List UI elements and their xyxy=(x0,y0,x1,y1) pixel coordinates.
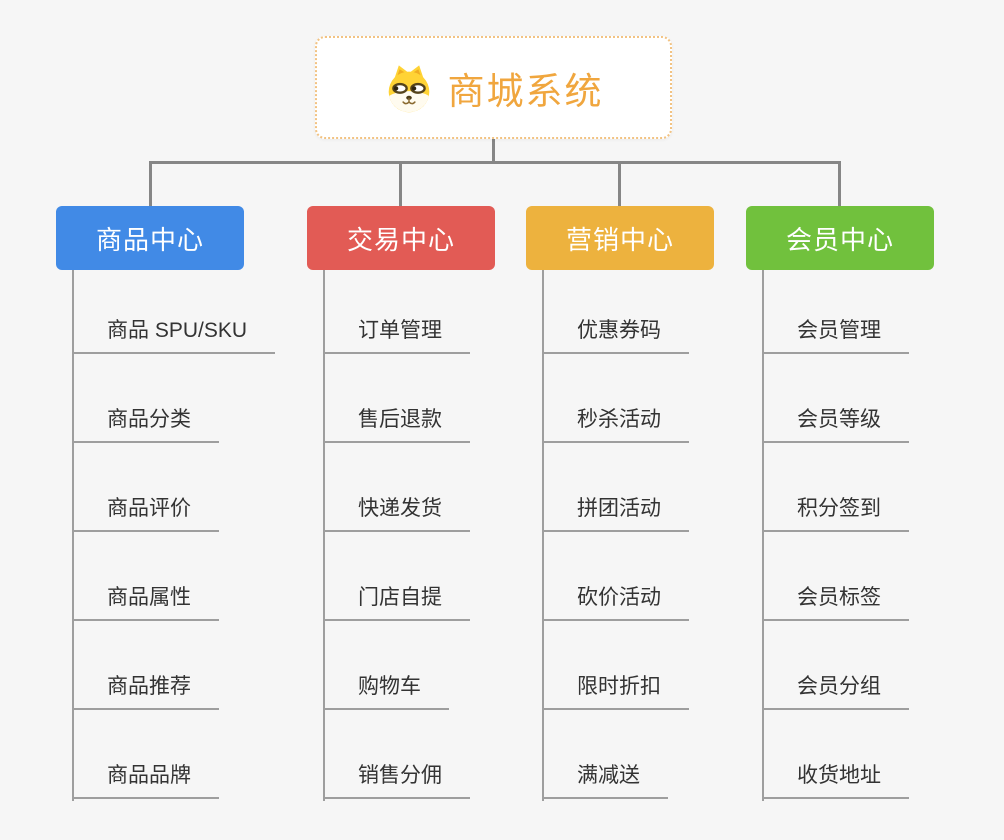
branch-node-product-center[interactable]: 商品中心 xyxy=(56,206,244,270)
leaf-node[interactable]: 秒杀活动 xyxy=(542,407,689,443)
leaf-node[interactable]: 购物车 xyxy=(323,674,449,710)
leaf-node[interactable]: 会员标签 xyxy=(762,585,909,621)
leaf-node[interactable]: 商品品牌 xyxy=(72,763,219,799)
leaf-node[interactable]: 限时折扣 xyxy=(542,674,689,710)
leaf-node[interactable]: 售后退款 xyxy=(323,407,470,443)
leaf-node[interactable]: 商品属性 xyxy=(72,585,219,621)
connector-drop-product-center xyxy=(149,163,152,206)
connector-drop-marketing-center xyxy=(618,163,621,206)
branch-trunk-line xyxy=(542,270,544,801)
leaf-node[interactable]: 快递发货 xyxy=(323,496,470,532)
root-node[interactable]: 商城系统 xyxy=(315,36,672,139)
branch-node-marketing-center[interactable]: 营销中心 xyxy=(526,206,714,270)
branch-label: 营销中心 xyxy=(565,224,674,255)
branch-label: 会员中心 xyxy=(785,224,894,255)
branch-node-trade-center[interactable]: 交易中心 xyxy=(307,206,495,270)
leaf-node[interactable]: 商品评价 xyxy=(72,496,219,532)
leaf-node[interactable]: 商品分类 xyxy=(72,407,219,443)
leaf-node[interactable]: 满减送 xyxy=(542,763,668,799)
leaf-node[interactable]: 商品 SPU/SKU xyxy=(72,318,276,354)
shiba-dog-icon xyxy=(388,64,429,112)
connector-drop-member-center xyxy=(838,163,841,206)
leaf-node[interactable]: 会员管理 xyxy=(762,318,909,354)
connector-root-drop xyxy=(492,138,495,164)
branch-label: 交易中心 xyxy=(346,224,455,255)
root-node-label: 商城系统 xyxy=(447,70,604,112)
branch-node-member-center[interactable]: 会员中心 xyxy=(746,206,934,270)
branch-trunk-line xyxy=(323,270,325,801)
leaf-node[interactable]: 商品推荐 xyxy=(72,674,219,710)
leaf-node[interactable]: 会员等级 xyxy=(762,407,909,443)
connector-drop-trade-center xyxy=(399,163,402,206)
connector-bus xyxy=(149,161,841,164)
branch-trunk-line xyxy=(72,270,74,801)
leaf-node[interactable]: 会员分组 xyxy=(762,674,909,710)
leaf-node[interactable]: 订单管理 xyxy=(323,318,470,354)
leaf-node[interactable]: 拼团活动 xyxy=(542,496,689,532)
leaf-node[interactable]: 收货地址 xyxy=(762,763,909,799)
leaf-node[interactable]: 砍价活动 xyxy=(542,585,689,621)
leaf-node[interactable]: 销售分佣 xyxy=(323,763,470,799)
branch-trunk-line xyxy=(762,270,764,801)
leaf-node[interactable]: 优惠券码 xyxy=(542,318,689,354)
leaf-node[interactable]: 门店自提 xyxy=(323,585,470,621)
leaf-node[interactable]: 积分签到 xyxy=(762,496,909,532)
branch-label: 商品中心 xyxy=(95,224,204,255)
